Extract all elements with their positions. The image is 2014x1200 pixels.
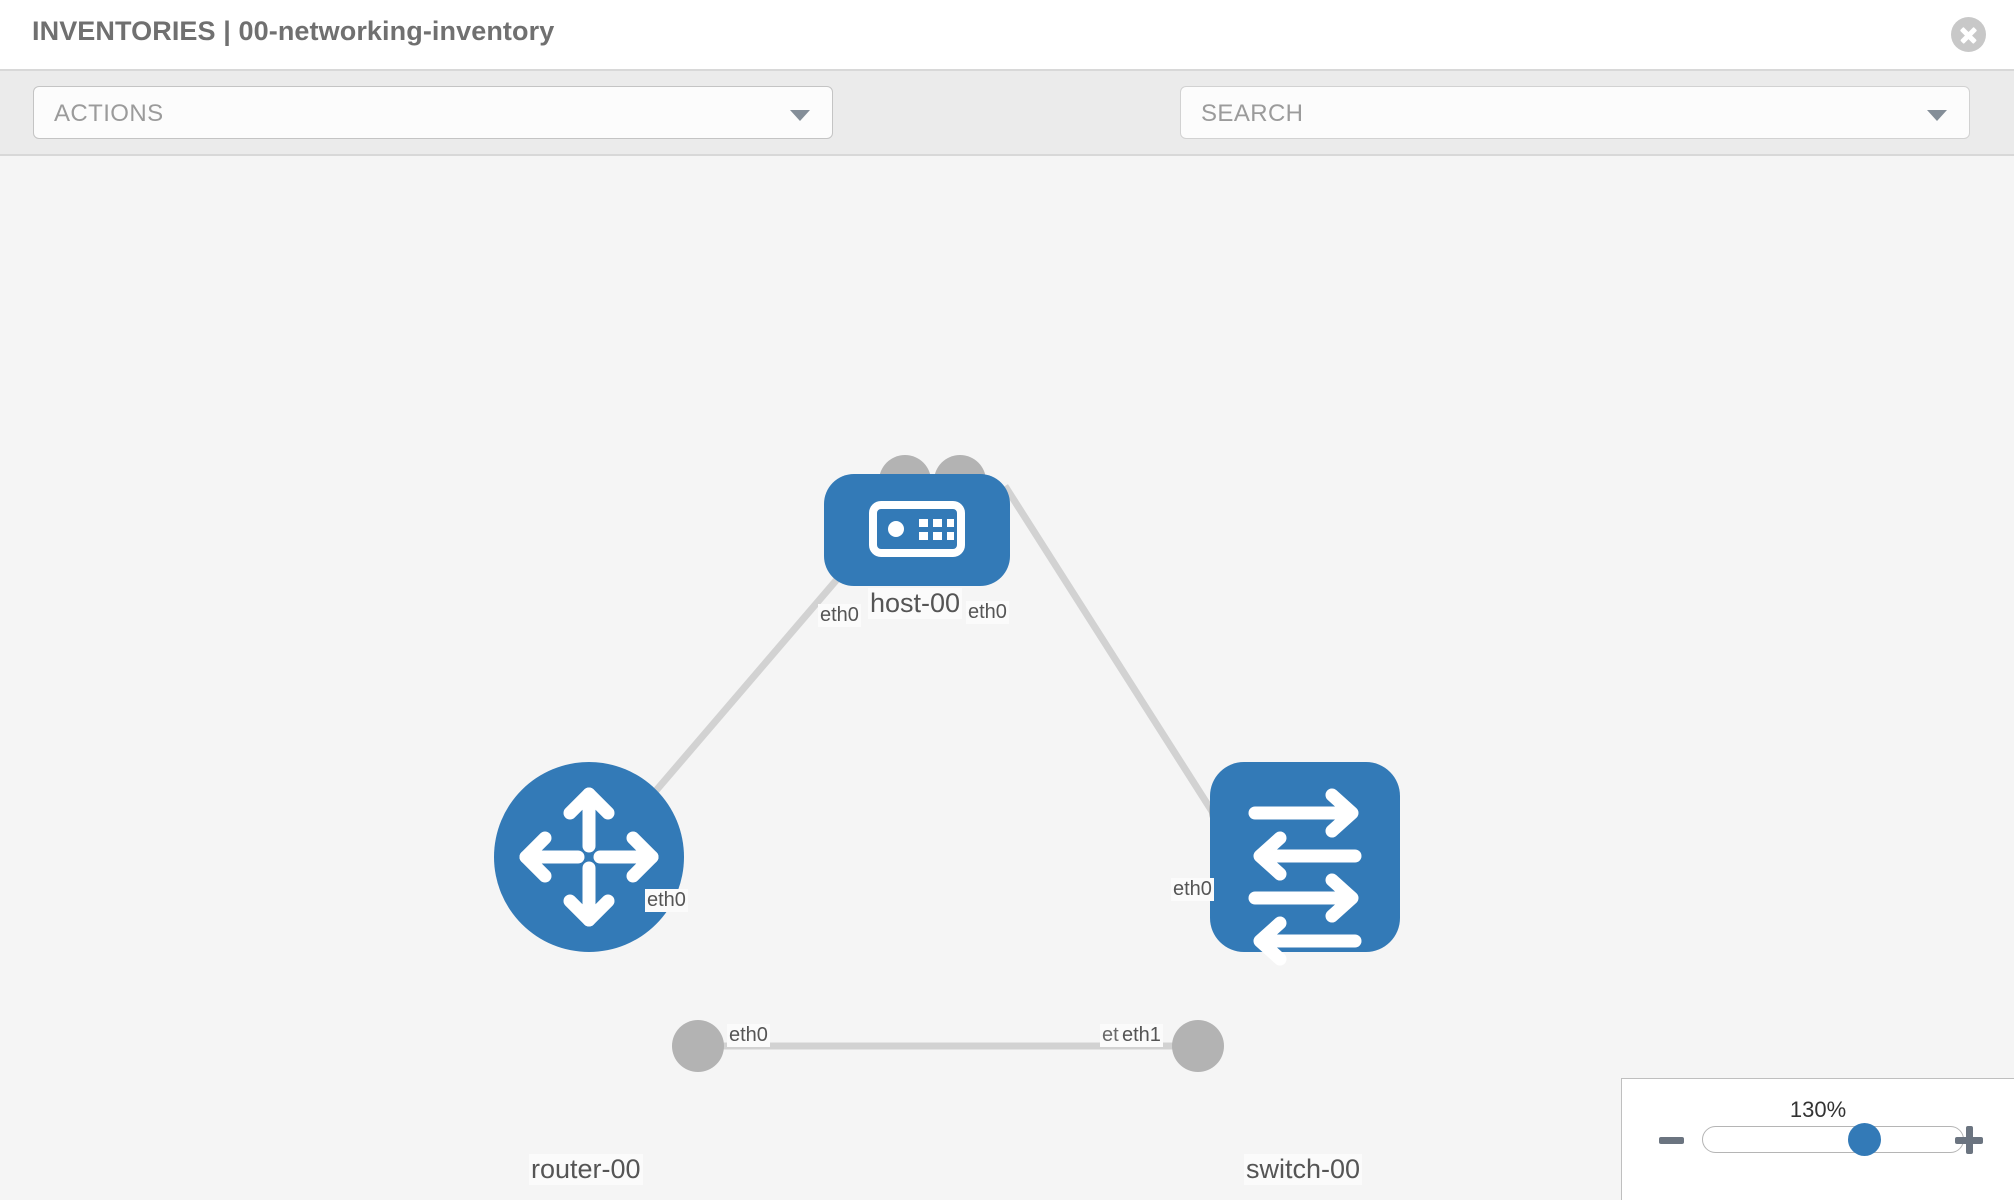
actions-dropdown-label: ACTIONS xyxy=(54,100,164,127)
chevron-down-icon[interactable] xyxy=(1927,110,1947,121)
iface-label: eth0 xyxy=(1171,878,1214,901)
search-input[interactable]: SEARCH xyxy=(1180,86,1970,139)
chevron-down-icon xyxy=(790,110,810,121)
node-router-00 xyxy=(494,762,684,952)
zoom-control-panel: 130% xyxy=(1621,1078,2014,1200)
iface-label: eth0 xyxy=(645,889,688,912)
port-switch00-eth1 xyxy=(1172,1020,1224,1072)
server-icon xyxy=(869,501,965,557)
node-label-host-00: host-00 xyxy=(868,588,963,619)
actions-dropdown[interactable]: ACTIONS xyxy=(33,86,833,139)
iface-label: eth0 xyxy=(727,1024,770,1047)
zoom-level-value: 130% xyxy=(1789,1097,1847,1122)
node-label-switch-00: switch-00 xyxy=(1244,1154,1363,1185)
toolbar: ACTIONS SEARCH xyxy=(0,71,2014,206)
search-placeholder: SEARCH xyxy=(1201,100,1304,127)
port-router00-eth0 xyxy=(672,1020,724,1072)
node-host-00-shape xyxy=(824,474,1010,586)
node-router-00-shape xyxy=(494,762,684,952)
iface-label: eth0 xyxy=(818,604,861,627)
plus-icon-vertical xyxy=(1965,1126,1973,1154)
node-host-00 xyxy=(824,474,1010,586)
node-switch-00 xyxy=(1210,762,1400,966)
node-label-router-00: router-00 xyxy=(529,1154,643,1185)
minus-icon[interactable] xyxy=(1659,1137,1684,1144)
page-title: INVENTORIES | 00-networking-inventory xyxy=(32,16,555,46)
zoom-slider-thumb[interactable] xyxy=(1848,1123,1881,1156)
plus-icon[interactable] xyxy=(1954,1125,1984,1155)
topology-graph xyxy=(494,455,1400,1072)
zoom-slider-track[interactable] xyxy=(1702,1126,1964,1153)
iface-label: eth1 xyxy=(1120,1024,1163,1047)
topology-canvas[interactable]: eth0 eth0 eth0 eth0 eth0 eth0 eth1 host-… xyxy=(0,156,2014,1200)
router-arrows-icon xyxy=(519,787,659,927)
close-icon[interactable] xyxy=(1951,17,1986,52)
page-header: INVENTORIES | 00-networking-inventory xyxy=(0,0,2014,71)
switch-arrows-icon xyxy=(1248,788,1362,966)
edge-host00-switch00 xyxy=(1002,484,1218,818)
iface-label: eth0 xyxy=(966,601,1009,624)
